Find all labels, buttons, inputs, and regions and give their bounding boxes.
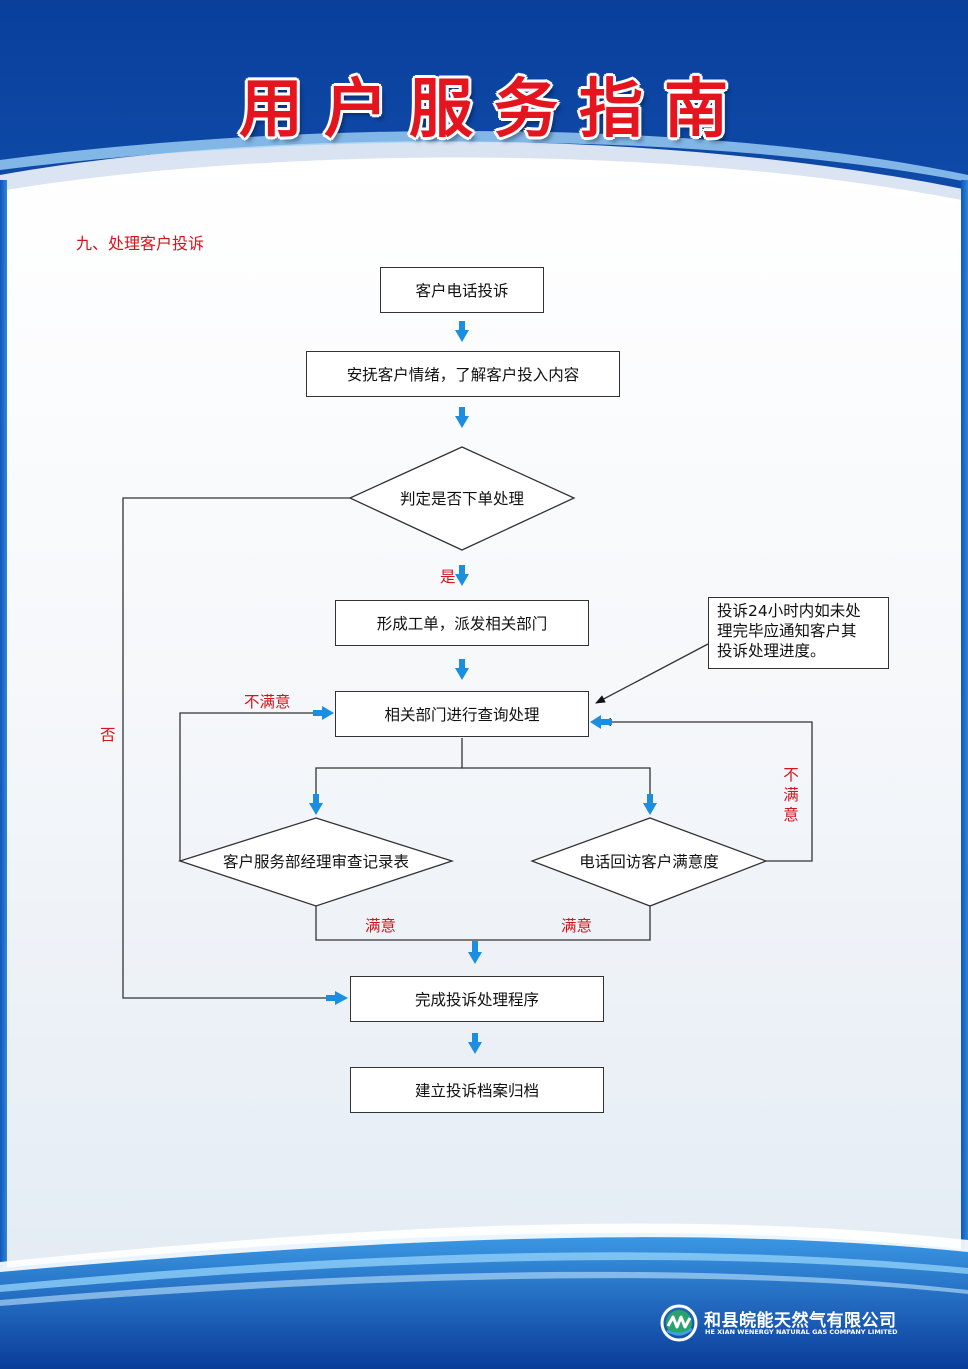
- label-yes: 是: [440, 568, 456, 586]
- arrow-down-icon: [455, 565, 469, 586]
- label-char: 不: [783, 766, 799, 784]
- arrow-down-icon: [309, 794, 323, 815]
- node-archive: 建立投诉档案归档: [350, 1067, 604, 1113]
- arrow-down-icon: [643, 794, 657, 815]
- node-create-work-order: 形成工单，派发相关部门: [335, 600, 589, 646]
- node-complete-process: 完成投诉处理程序: [350, 976, 604, 1022]
- arrow-down-icon: [455, 321, 469, 342]
- title-char: 用: [239, 73, 303, 147]
- section-heading: 九、处理客户投诉: [76, 234, 205, 253]
- arrow-down-icon: [455, 407, 469, 428]
- label-char: 意: [783, 806, 799, 824]
- note-24h-notice: 投诉24小时内如未处 理完毕应通知客户其 投诉处理进度。: [708, 597, 889, 669]
- title-char: 务: [494, 73, 558, 147]
- label-unsatisfied-right: 不 满 意: [782, 765, 800, 825]
- arrow-right-icon: [313, 706, 334, 720]
- title-char: 指: [579, 73, 643, 147]
- company-logo-icon: [660, 1304, 698, 1342]
- note-line: 投诉24小时内如未处: [717, 602, 861, 620]
- note-line: 投诉处理进度。: [717, 642, 826, 660]
- label-satisfied-right: 满意: [561, 917, 593, 935]
- label-no: 否: [100, 726, 116, 744]
- note-line: 理完毕应通知客户其: [717, 622, 857, 640]
- node-soothe-customer: 安抚客户情绪，了解客户投入内容: [306, 351, 620, 397]
- label-unsatisfied-left: 不满意: [244, 693, 291, 711]
- node-phone-followup: 电话回访客户满意度: [579, 853, 719, 871]
- blue-arrows: [309, 321, 657, 1054]
- label-satisfied-left: 满意: [365, 917, 397, 935]
- arrow-right-icon: [326, 991, 348, 1005]
- node-department-handling: 相关部门进行查询处理: [335, 691, 589, 737]
- node-phone-complaint: 客户电话投诉: [380, 267, 544, 313]
- title-char: 户: [324, 73, 388, 147]
- node-manager-review: 客户服务部经理审查记录表: [222, 853, 410, 871]
- arrow-left-icon: [590, 715, 612, 729]
- arrow-down-icon: [468, 941, 482, 964]
- company-name: 和县皖能天然气有限公司: [704, 1311, 897, 1331]
- title-char: 南: [664, 73, 728, 147]
- label-char: 满: [783, 786, 799, 804]
- node-decide-order: 判定是否下单处理: [399, 490, 525, 508]
- company-name-english: HE XIAN WENERGY NATURAL GAS COMPANY LIMI…: [705, 1328, 898, 1336]
- arrow-down-icon: [468, 1033, 482, 1054]
- arrow-down-icon: [455, 659, 469, 680]
- title-char: 服: [409, 73, 473, 147]
